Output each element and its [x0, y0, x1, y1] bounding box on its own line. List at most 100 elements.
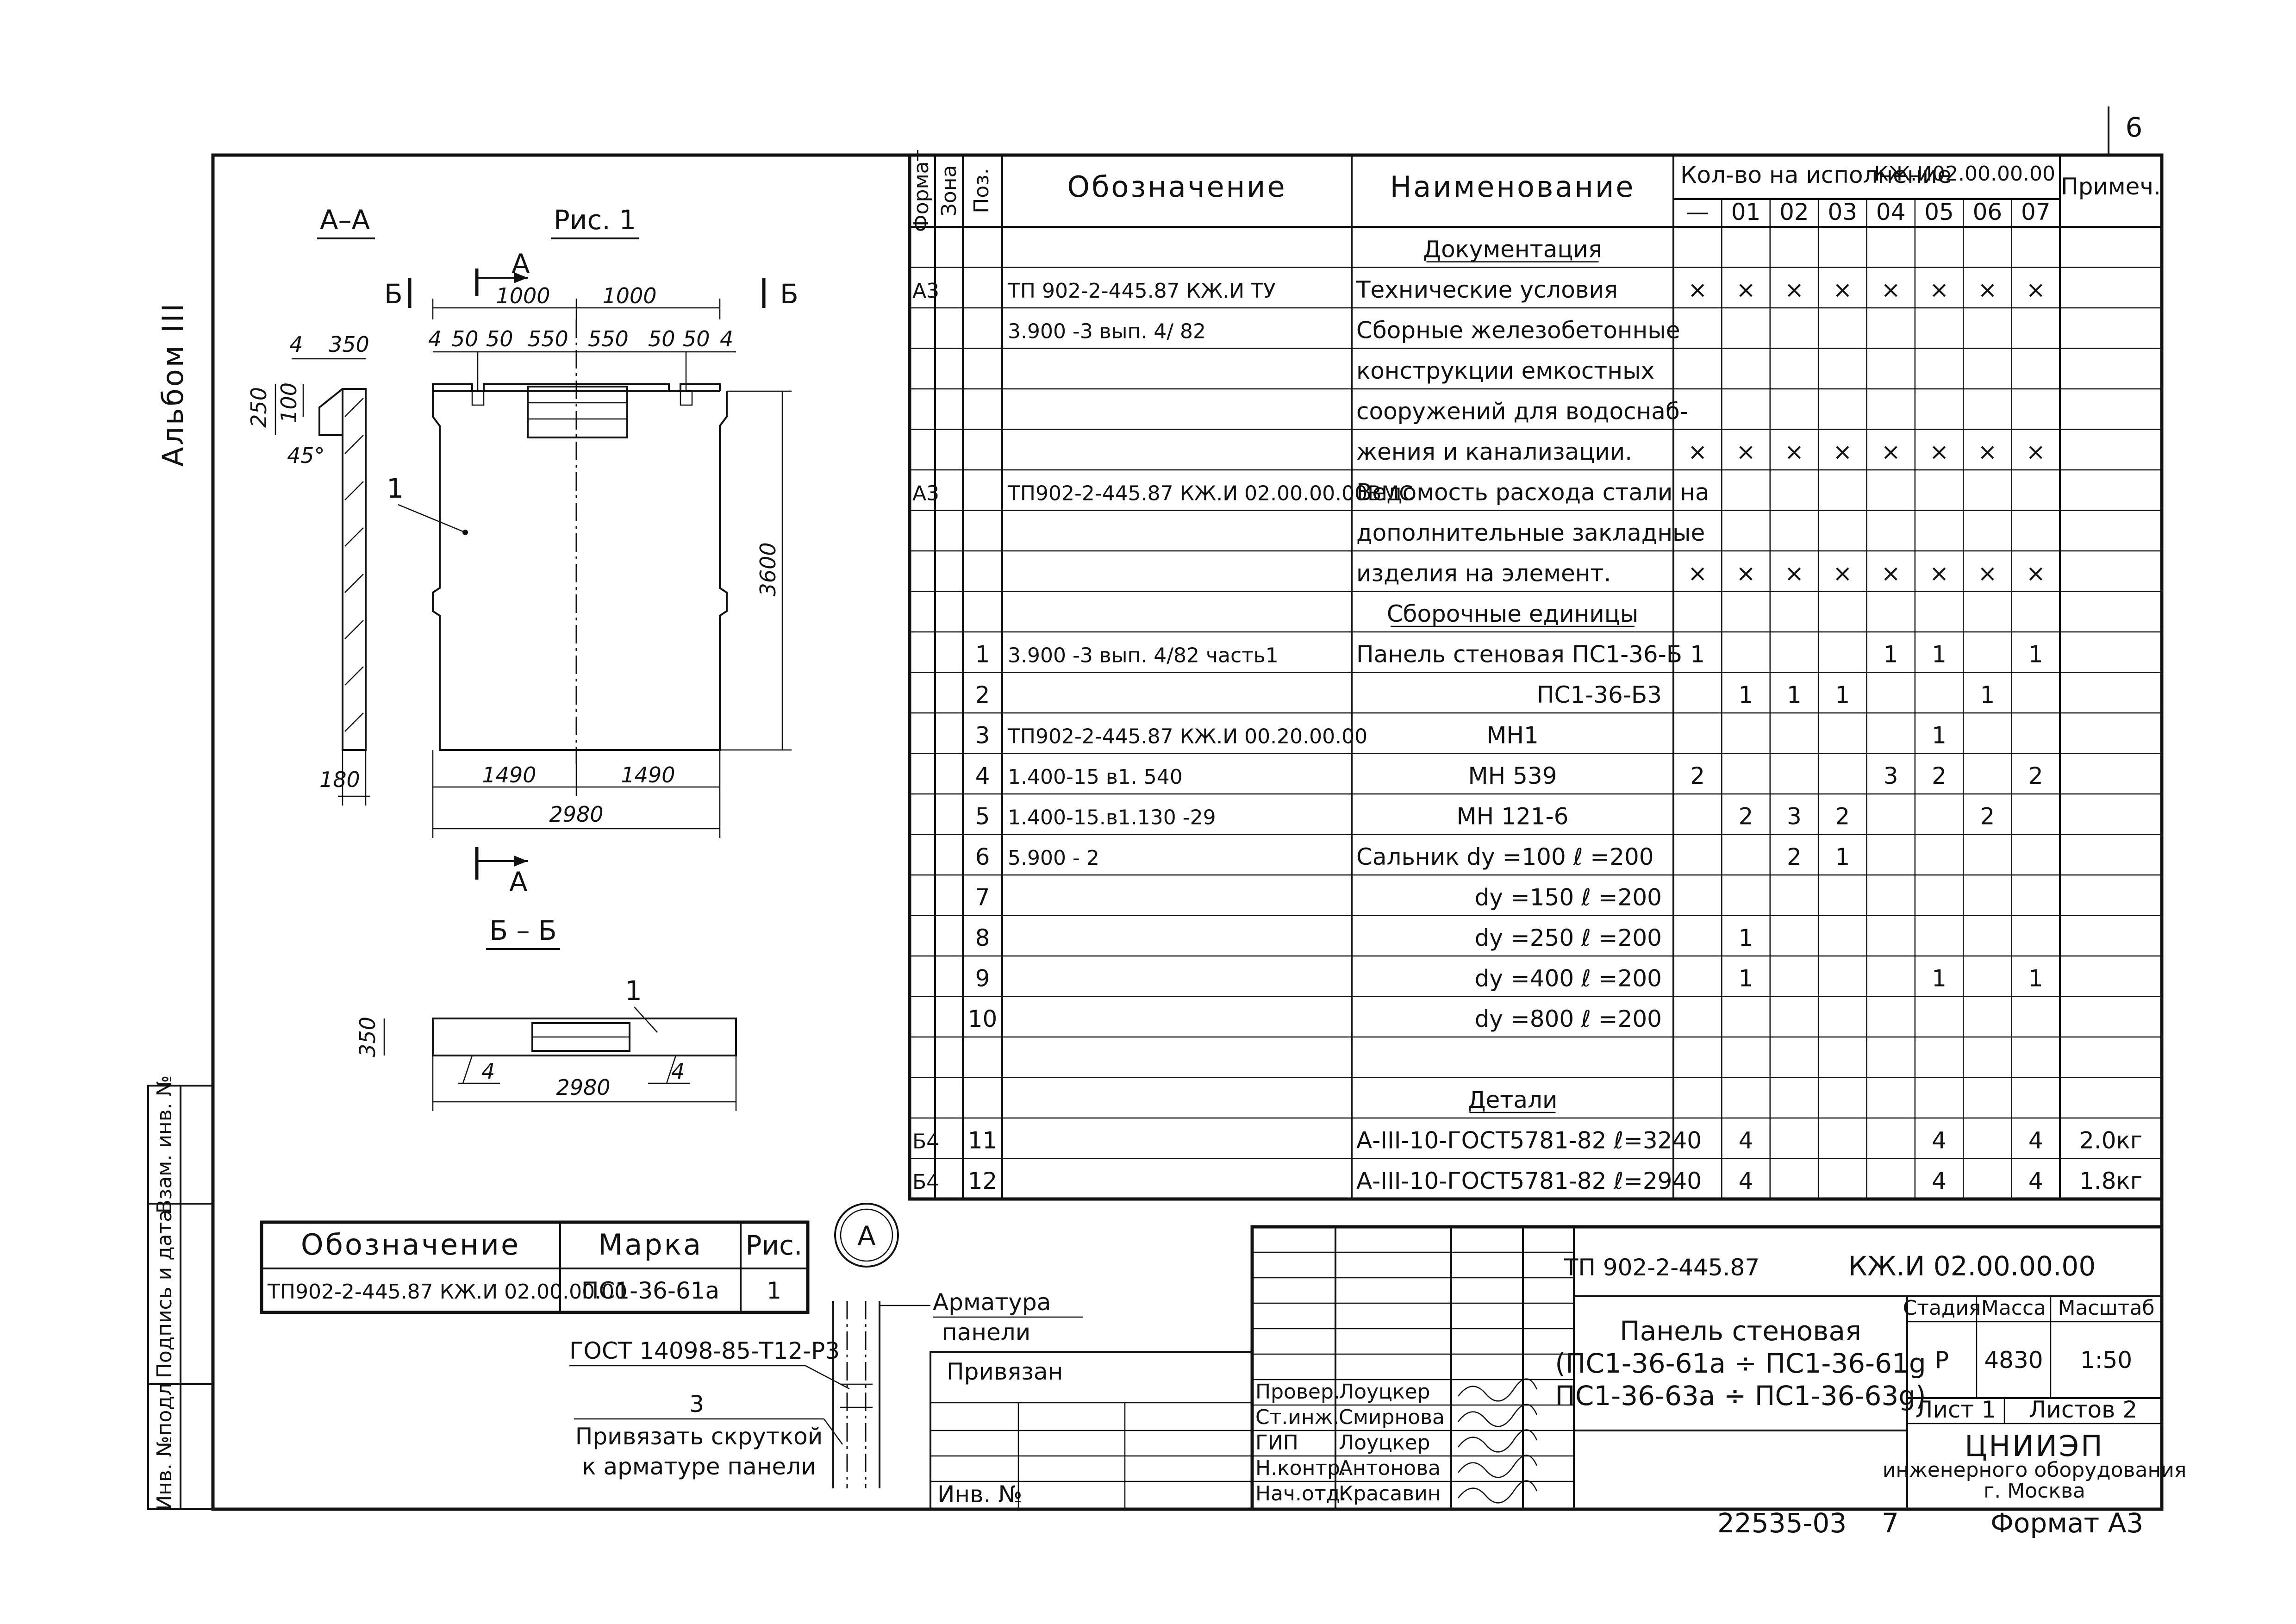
tb-stage: Р — [1935, 1347, 1949, 1374]
spec-row-name: Сборные железобетонные — [1356, 317, 1680, 344]
marks-header-mark: Марка — [598, 1228, 703, 1262]
spec-row-name: А-III-10-ГОСТ5781-82 ℓ=2940 — [1356, 1168, 1702, 1194]
spec-row-note: 1.8кг — [2079, 1168, 2142, 1194]
spec-row-name: dу =150 ℓ =200 — [1475, 884, 1662, 911]
sheet-number: 6 — [2126, 112, 2143, 143]
spec-row-qty: × — [1978, 438, 1997, 465]
spec-row-qty: × — [1736, 276, 1756, 303]
spec-header-format: Формат — [910, 150, 933, 232]
spec-row-qty: × — [1929, 438, 1949, 465]
title-block: ТП 902-2-445.87 КЖ.И 02.00.00.00 Панель … — [1250, 1225, 2187, 1511]
spec-row-designation: 1.400-15 в1. 540 — [1008, 765, 1183, 789]
tb-title-3: ПС1-36-63а ÷ ПС1-36-63g) — [1555, 1380, 1926, 1412]
spec-row-qty: 2 — [1980, 803, 1995, 830]
spec-row-qty: × — [1881, 438, 1901, 465]
spec-variant-5: 05 — [1924, 199, 1954, 225]
spec-variant-2: 02 — [1779, 199, 1809, 225]
sec-dim-180: 180 — [319, 767, 360, 792]
marks-row-mark: ПС1-36-61а — [581, 1277, 719, 1304]
spec-row-qty: × — [1978, 276, 1997, 303]
cut-b-right: Б — [780, 278, 799, 310]
spec-row-qty: × — [1833, 560, 1852, 587]
signer-role: Нач.отд. — [1255, 1482, 1347, 1505]
dim-1490-left: 1490 — [482, 762, 536, 787]
spec-row-designation: ТП902-2-445.87 КЖ.И 02.00.00.00ВМС — [1007, 482, 1413, 506]
dim-3600: 3600 — [755, 542, 780, 596]
spec-row-pos: 11 — [968, 1127, 998, 1154]
spec-row-qty: × — [1929, 276, 1949, 303]
spec-row-pos: 10 — [968, 1006, 998, 1032]
tb-sheets: Листов 2 — [2029, 1396, 2137, 1423]
signature-mark — [1458, 1378, 1538, 1402]
signature-mark — [1458, 1404, 1538, 1427]
spec-row-name: изделия на элемент. — [1356, 560, 1611, 587]
side-stamp-inv: Инв. №подл — [153, 1383, 176, 1511]
spec-row-qty: 4 — [1739, 1127, 1753, 1154]
spec-row-qty: 2 — [1787, 843, 1802, 870]
spec-section-title: Документация — [1423, 236, 1602, 263]
spec-row-qty: 1 — [1739, 681, 1753, 708]
tb-org-sub: инженерного оборудования — [1883, 1458, 2187, 1482]
spec-row-designation: ТП 902-2-445.87 КЖ.И ТУ — [1007, 279, 1276, 303]
tb-code-left: ТП 902-2-445.87 — [1564, 1254, 1759, 1281]
spec-row-name: ПС1-36-Б3 — [1537, 681, 1662, 708]
dim-1490-right: 1490 — [621, 762, 675, 787]
spec-row: Сборочные единицы — [1387, 600, 1639, 627]
spec-row-qty: 1 — [1787, 681, 1802, 708]
marks-table: Обозначение Марка Рис. ТП902-2-445.87 КЖ… — [260, 1220, 810, 1314]
spec-row-qty: 2 — [1835, 803, 1850, 830]
spec-header-qty-code: КЖ.И02.00.00.00 — [1874, 162, 2055, 186]
spec-row-pos: 12 — [968, 1168, 998, 1194]
spec-row-pos: 9 — [975, 965, 990, 992]
spec-section-title: Детали — [1467, 1087, 1557, 1113]
spec-row-qty: × — [1881, 276, 1901, 303]
spec-row-pos: 5 — [975, 803, 990, 830]
spec-row-designation: 5.900 - 2 — [1008, 846, 1099, 870]
tb-sheet: Лист 1 — [1915, 1396, 1996, 1423]
spec-header-pos: Поз. — [970, 168, 993, 213]
spec-header-qty: Кол-во на исполнение — [1680, 162, 1952, 188]
sec-dim-350: 350 — [329, 332, 369, 357]
spec-row-qty: 1 — [1932, 722, 1947, 749]
spec-row-designation: ТП902-2-445.87 КЖ.И 00.20.00.00 — [1007, 725, 1367, 749]
spec-variant-0: — — [1686, 199, 1709, 225]
spec-row: конструкции емкостных — [1356, 357, 1654, 384]
spec-row: Документация — [1423, 236, 1602, 263]
signer-role: Провер. — [1255, 1380, 1340, 1404]
spec-row: сооружений для водоснаб- — [1356, 398, 1688, 425]
signer-role: Ст.инж. — [1255, 1405, 1339, 1429]
spec-row-qty: 4 — [1739, 1168, 1753, 1194]
spec-variant-3: 03 — [1828, 199, 1858, 225]
spec-variant-7: 07 — [2021, 199, 2051, 225]
spec-row-qty: × — [1784, 276, 1804, 303]
spec-variant-1: 01 — [1731, 199, 1761, 225]
spec-row-qty: 2 — [2028, 762, 2043, 789]
spec-row-pos: 8 — [975, 924, 990, 951]
tb-mass: 4830 — [1984, 1347, 2043, 1374]
spec-row-qty: × — [1833, 438, 1852, 465]
dim-550b: 550 — [588, 326, 629, 351]
signature-mark — [1458, 1480, 1538, 1504]
privyazan-block: Привязан Инв. № — [930, 1351, 1253, 1510]
signer-name: Лоуцкер — [1339, 1431, 1430, 1455]
spec-row-name: А-III-10-ГОСТ5781-82 ℓ=3240 — [1356, 1127, 1702, 1154]
bb-dim-2980: 2980 — [556, 1075, 610, 1100]
dim-50c: 50 — [648, 326, 675, 351]
spec-row-qty: 4 — [1932, 1127, 1947, 1154]
spec-row-pos: 1 — [975, 641, 990, 668]
spec-row-qty: 2 — [1690, 762, 1705, 789]
cut-a-bottom: А — [509, 866, 528, 898]
tie-note-1: Привязать скруткой — [575, 1423, 823, 1450]
spec-header-zone: Зона — [937, 165, 961, 217]
signature-mark — [1458, 1455, 1538, 1478]
dim-50d: 50 — [683, 326, 710, 351]
spec-row-qty: 4 — [2028, 1127, 2043, 1154]
side-stamp-vzam: Взам. инв. № — [153, 1075, 176, 1214]
marks-header-designation: Обозначение — [301, 1228, 520, 1262]
spec-row-qty: 3 — [1787, 803, 1802, 830]
